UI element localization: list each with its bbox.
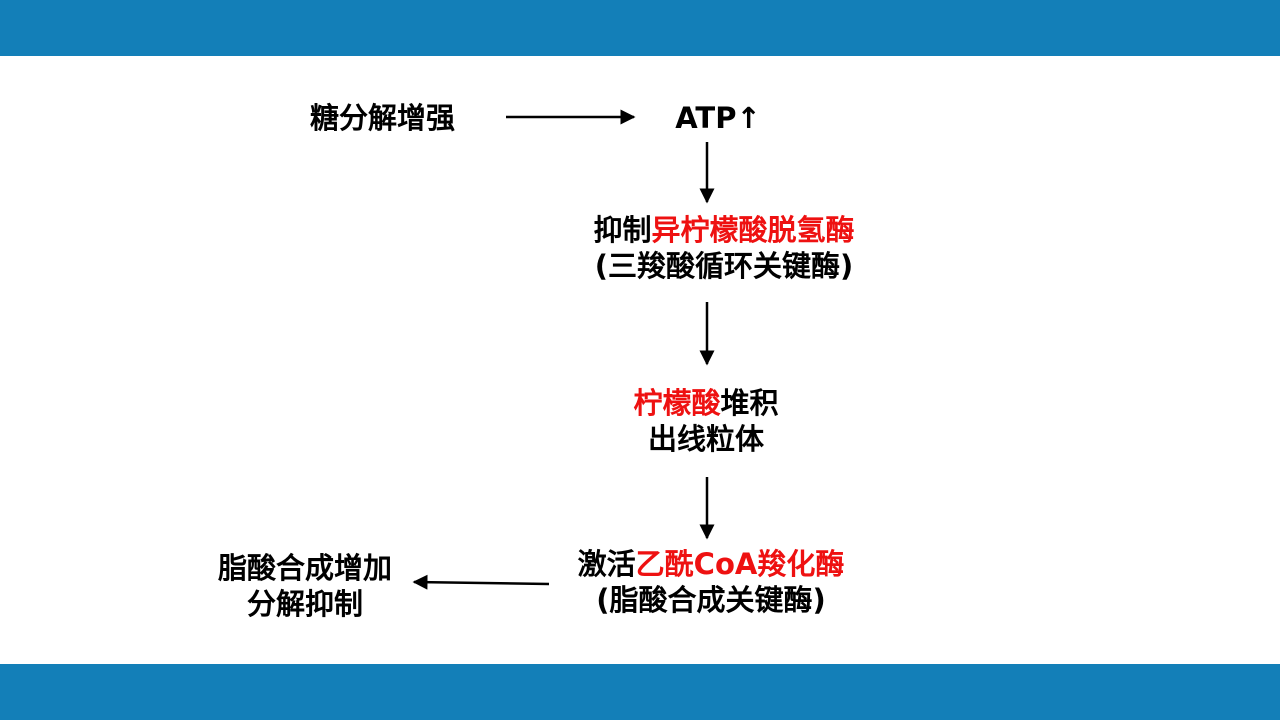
atp-label: ATP↑ [675, 101, 761, 135]
result-line1: 脂酸合成增加 [217, 551, 393, 585]
activate-enzyme-name: 乙酰CoA羧化酶 [635, 547, 845, 581]
activate-line: 激活乙酰CoA羧化酶 [578, 546, 845, 582]
arrow-activate-to-result [412, 574, 550, 590]
glycolysis-label: 糖分解增强 [310, 101, 456, 135]
activate-prefix: 激活 [577, 547, 636, 581]
result-line2: 分解抑制 [246, 587, 364, 621]
citrate-accumulate: 堆积 [720, 386, 779, 420]
node-inhibit-enzyme: 抑制异柠檬酸脱氢酶 (三羧酸循环关键酶) [593, 212, 854, 284]
citrate-substance: 柠檬酸 [633, 386, 721, 420]
top-banner [0, 0, 1280, 56]
citrate-location: 出线粒体 [647, 422, 764, 456]
inhibit-enzyme-name: 异柠檬酸脱氢酶 [651, 213, 855, 247]
activate-note: (脂酸合成关键酶) [596, 583, 826, 617]
inhibit-prefix: 抑制 [593, 213, 652, 247]
inhibit-line: 抑制异柠檬酸脱氢酶 [593, 212, 854, 248]
bottom-banner [0, 664, 1280, 720]
node-glycolysis-enhanced: 糖分解增强 [310, 100, 455, 136]
node-citrate-accumulation: 柠檬酸堆积 出线粒体 [633, 385, 778, 457]
node-activate-enzyme: 激活乙酰CoA羧化酶 (脂酸合成关键酶) [578, 546, 845, 618]
inhibit-note: (三羧酸循环关键酶) [594, 249, 854, 283]
node-atp-increase: ATP↑ [675, 100, 761, 136]
node-fatty-acid-result: 脂酸合成增加 分解抑制 [218, 550, 392, 622]
citrate-line: 柠檬酸堆积 [633, 385, 778, 421]
